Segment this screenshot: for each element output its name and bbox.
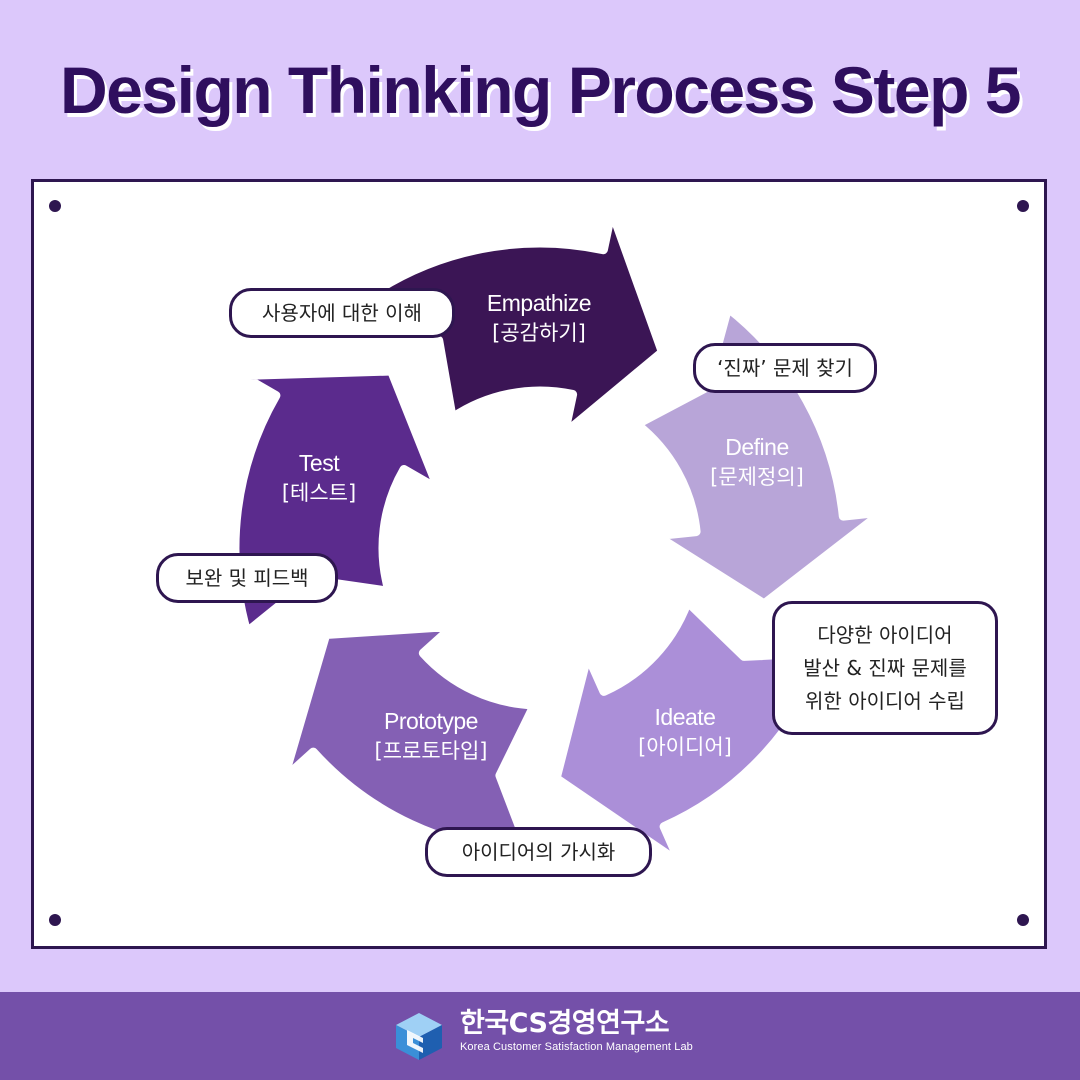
stage-name: Test	[298, 450, 340, 476]
corner-dot	[49, 200, 61, 212]
brand-name: 한국CS경영연구소	[460, 1008, 670, 1039]
stage-korean-name: [문제정의]	[710, 465, 804, 489]
note-define: ‘진짜’ 문제 찾기	[693, 343, 877, 393]
stage-korean-name: [프로토타입]	[374, 739, 488, 763]
stage-label-test: Test [테스트]	[282, 448, 356, 508]
stage-name: Prototype	[384, 708, 478, 734]
stage-label-empathize: Empathize [공감하기]	[486, 288, 592, 348]
stage-korean-name: [아이디어]	[638, 735, 732, 759]
note-prototype: 아이디어의 가시화	[425, 827, 652, 877]
cs-cube-logo-icon	[396, 1013, 442, 1060]
note-ideate: 다양한 아이디어 발산 & 진짜 문제를 위한 아이디어 수립	[772, 601, 998, 735]
stage-label-ideate: Ideate [아이디어]	[638, 702, 732, 762]
corner-dot	[1017, 914, 1029, 926]
stage-korean-name: [공감하기]	[492, 321, 586, 345]
page-title: Design Thinking Process Step 5	[60, 53, 1021, 127]
brand-subtitle: Korea Customer Satisfaction Management L…	[460, 1041, 693, 1053]
note-test: 보완 및 피드백	[156, 553, 338, 603]
cycle-arrow-test	[364, 206, 667, 439]
stage-korean-name: [테스트]	[281, 481, 357, 505]
brand: 한국CS경영연구소 Korea Customer Satisfaction Ma…	[460, 1008, 693, 1054]
footer-bar	[0, 992, 1080, 1080]
stage-label-define: Define [문제정의]	[710, 432, 804, 492]
stage-name: Define	[725, 434, 789, 460]
stage-label-prototype: Prototype [프로토타입]	[375, 706, 488, 766]
note-empathize: 사용자에 대한 이해	[229, 288, 455, 338]
stage-name: Ideate	[654, 704, 716, 730]
stage-name: Empathize	[486, 290, 592, 316]
corner-dot	[49, 914, 61, 926]
corner-dot	[1017, 200, 1029, 212]
